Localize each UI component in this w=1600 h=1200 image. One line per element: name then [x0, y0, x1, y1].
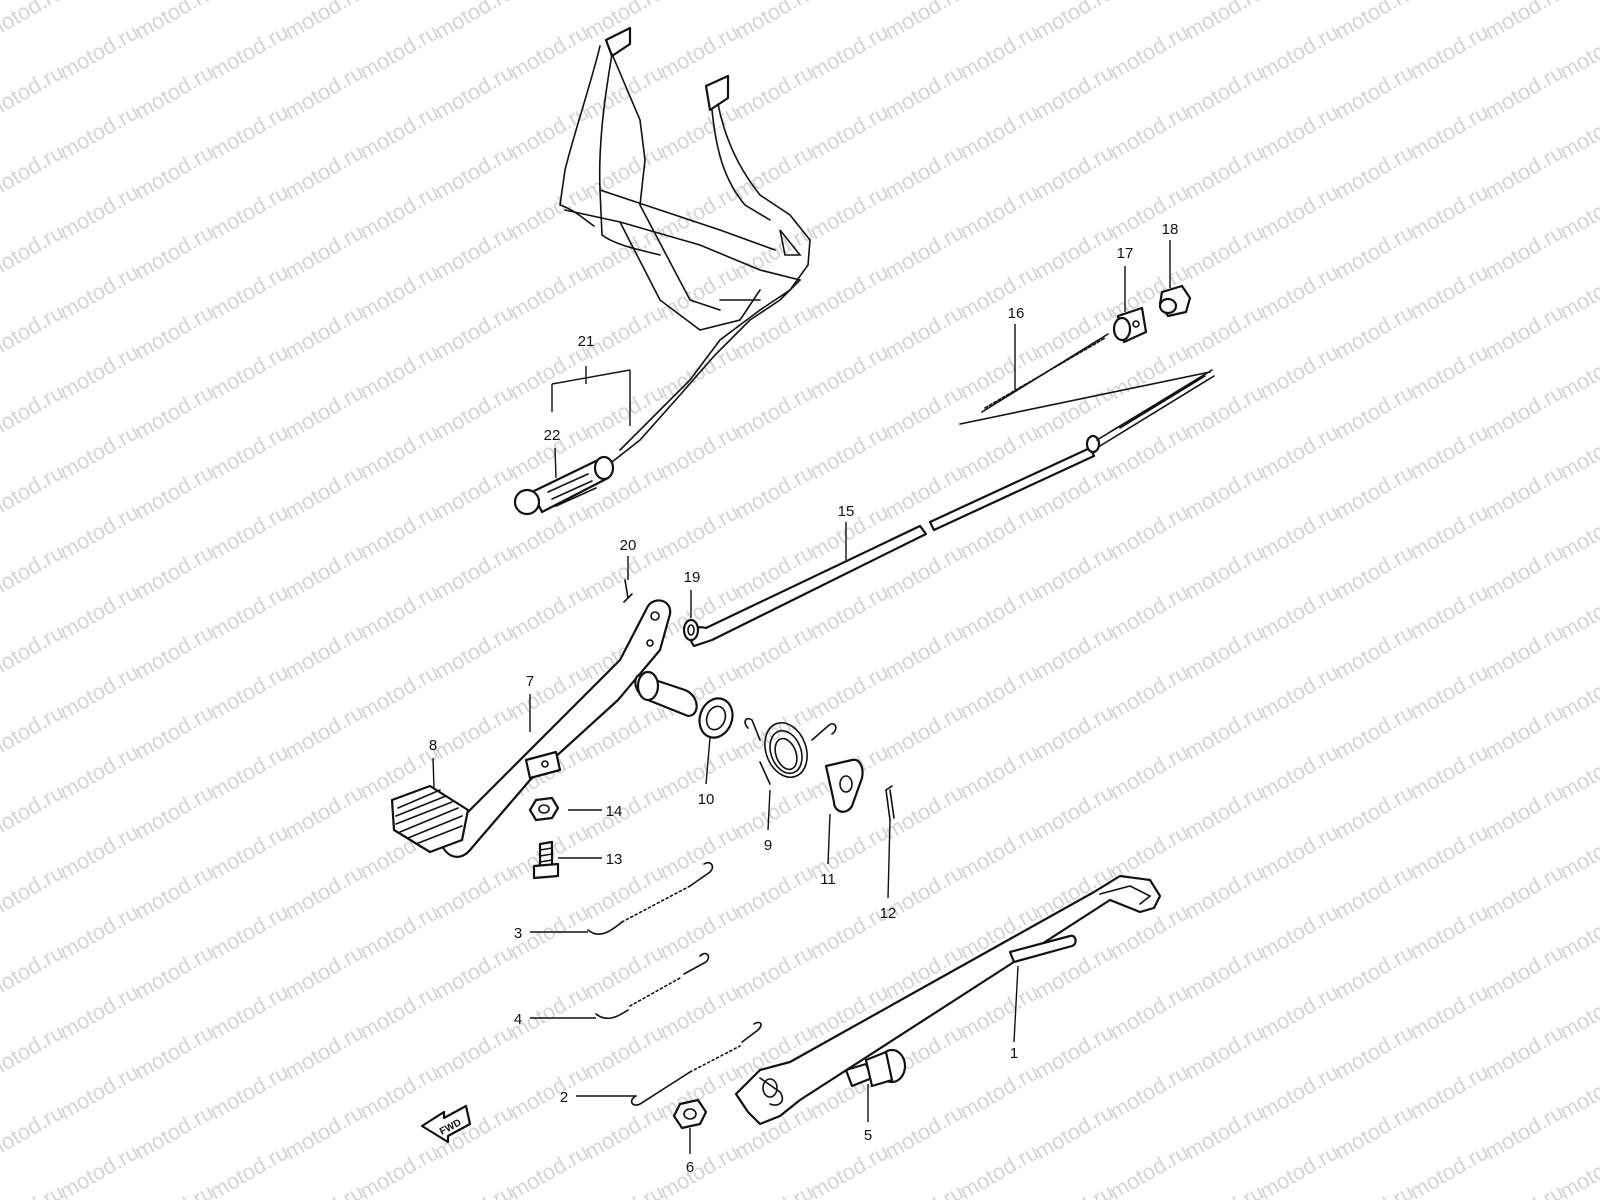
leader-lines — [432, 240, 1171, 1154]
callout-20: 20 — [620, 537, 637, 554]
forward-direction-arrow: FWD — [420, 1104, 472, 1144]
callout-9: 9 — [764, 837, 772, 854]
rod-joint — [1112, 306, 1148, 344]
callout-13: 13 — [606, 851, 623, 868]
callout-labels: 1 2 3 4 5 6 7 8 9 10 11 12 13 14 15 16 1… — [429, 221, 1179, 1176]
washer-19 — [682, 618, 700, 642]
spring-3 — [587, 861, 714, 935]
brake-rod — [689, 369, 1215, 648]
cotter-pin-12 — [885, 785, 895, 821]
rod-spring — [959, 333, 1211, 425]
callout-5: 5 — [864, 1127, 872, 1144]
engine-guard-frame — [559, 26, 811, 463]
callout-14: 14 — [606, 803, 623, 820]
guard-end-grip — [513, 455, 615, 516]
callout-2: 2 — [560, 1089, 568, 1106]
spring-2 — [630, 1021, 762, 1106]
callout-8: 8 — [429, 737, 437, 754]
stand-pivot-bolt — [844, 1048, 907, 1088]
cotter-pin-20 — [623, 579, 633, 603]
bolt-13 — [532, 840, 560, 880]
washer-10 — [698, 697, 734, 739]
callout-4: 4 — [514, 1011, 522, 1028]
rod-adjust-nut — [1158, 284, 1192, 318]
callout-6: 6 — [686, 1159, 694, 1176]
brake-pedal-arm — [438, 599, 698, 858]
callout-1: 1 — [1010, 1045, 1018, 1062]
nut-6 — [672, 1098, 708, 1130]
callout-17: 17 — [1117, 245, 1134, 262]
callout-22: 22 — [544, 427, 561, 444]
callout-3: 3 — [514, 925, 522, 942]
callout-19: 19 — [684, 569, 701, 586]
callout-15: 15 — [838, 503, 855, 520]
side-stand — [734, 874, 1162, 1126]
spring-bracket-11 — [824, 758, 864, 813]
callout-12: 12 — [880, 905, 897, 922]
brake-pedal-rubber — [390, 784, 470, 854]
spring-4 — [595, 952, 710, 1020]
callout-7: 7 — [526, 673, 534, 690]
callout-21: 21 — [578, 333, 595, 350]
callout-18: 18 — [1162, 221, 1179, 238]
callout-10: 10 — [698, 791, 715, 808]
callout-11: 11 — [820, 871, 836, 888]
nut-14 — [528, 796, 560, 822]
callout-16: 16 — [1008, 305, 1025, 322]
return-spring-9 — [744, 717, 837, 785]
